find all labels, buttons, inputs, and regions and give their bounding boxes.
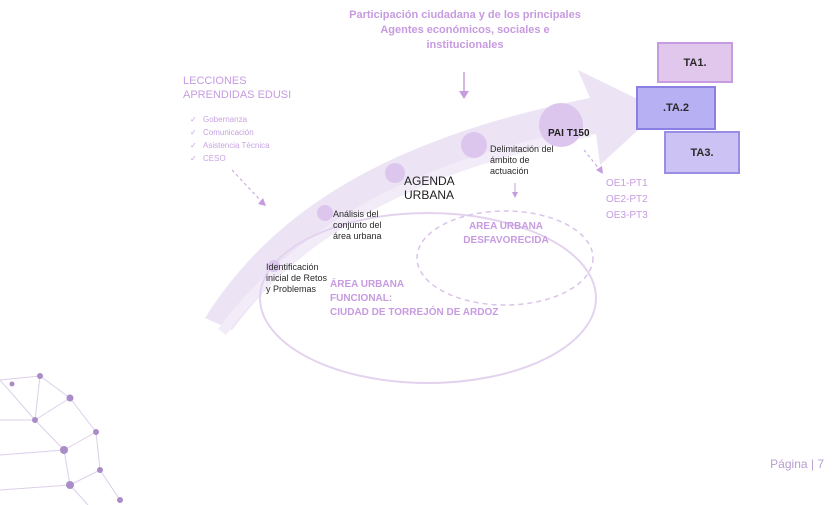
participation-note: Participación ciudadana y de los princip… <box>300 8 630 53</box>
area-desfavorecida-line-1: AREA URBANA <box>468 221 544 232</box>
functional-area-ellipse <box>259 212 597 384</box>
node-analisis <box>317 205 333 221</box>
area-funcional-label: ÁREA URBANA FUNCIONAL: CIUDAD DE TORREJÓ… <box>330 278 498 320</box>
step-agenda-urbana: AGENDA URBANA <box>404 174 455 202</box>
arrow-swoosh <box>218 127 591 336</box>
participation-line-1: Participación ciudadana y de los princip… <box>349 9 581 21</box>
area-funcional-line-2: FUNCIONAL: <box>330 293 393 304</box>
step-identificacion: Identificación inicial de Retos y Proble… <box>266 262 328 294</box>
objective-item: OE2-PT2 <box>606 194 648 205</box>
disadvantaged-area-ellipse <box>416 210 594 306</box>
objective-item: OE3-PT3 <box>606 210 648 221</box>
participation-line-3: institucionales <box>426 39 504 51</box>
ta-box-2: .TA.2 <box>636 86 716 130</box>
check-icon: ✓ <box>190 154 197 163</box>
node-agenda <box>385 163 405 183</box>
area-desfavorecida-label: AREA URBANA DESFAVORECIDA <box>458 220 554 248</box>
pai-arrow <box>583 149 601 171</box>
network-decoration <box>0 375 121 505</box>
area-funcional-line-1: ÁREA URBANA <box>330 279 405 290</box>
check-icon: ✓ <box>190 128 197 137</box>
page-number: Página | 7 <box>770 457 824 471</box>
step-analisis: Análisis del conjunto del área urbana <box>333 209 382 241</box>
step-pai: PAI T150 <box>548 128 590 139</box>
lessons-title: LECCIONES APRENDIDAS EDUSI <box>183 74 291 102</box>
check-icon: ✓ <box>190 115 197 124</box>
node-identificacion <box>268 260 280 272</box>
lessons-item: ✓Gobernanza <box>190 115 248 124</box>
lessons-title-line-2: APRENDIDAS EDUSI <box>183 89 292 101</box>
lessons-item: ✓Comunicación <box>190 128 254 137</box>
check-icon: ✓ <box>190 141 197 150</box>
lessons-title-line-1: LECCIONES <box>183 75 247 87</box>
ta-box-1: TA1. <box>657 42 733 83</box>
ta-box-3: TA3. <box>664 131 740 174</box>
node-delimitacion <box>461 132 487 158</box>
lessons-list: ✓Gobernanza ✓Comunicación ✓Asistencia Té… <box>190 113 270 165</box>
area-funcional-line-3: CIUDAD DE TORREJÓN DE ARDOZ <box>330 307 499 318</box>
lessons-arrow <box>231 169 263 203</box>
node-pai <box>539 103 583 147</box>
step-delimitacion: Delimitación del ámbito de actuación <box>490 144 554 176</box>
objective-item: OE1-PT1 <box>606 178 648 189</box>
network-nodes <box>9 373 123 503</box>
lessons-item: ✓CESO <box>190 154 226 163</box>
objectives-list: OE1-PT1 OE2-PT2 OE3-PT3 <box>606 176 648 224</box>
lessons-item: ✓Asistencia Técnica <box>190 141 270 150</box>
participation-line-2: Agentes económicos, sociales e <box>380 24 550 36</box>
area-desfavorecida-line-2: DESFAVORECIDA <box>463 235 549 246</box>
